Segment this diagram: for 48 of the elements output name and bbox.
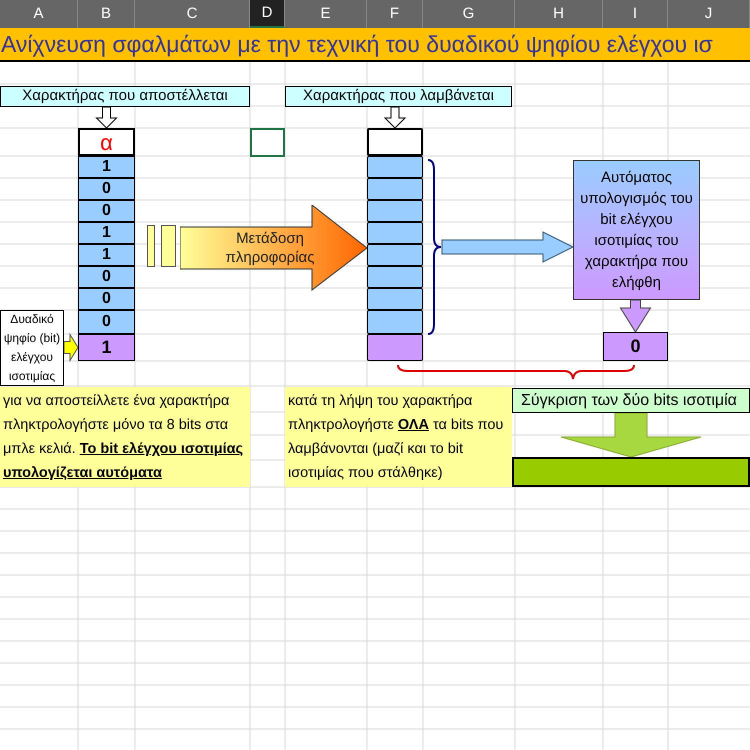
bit-cell xyxy=(367,288,423,310)
column-header: D xyxy=(250,0,285,28)
transmission-arrow xyxy=(180,205,368,291)
comparison-box: Σύγκριση των δύο bits ισοτιμία xyxy=(512,388,750,413)
bit-cell xyxy=(367,222,423,244)
character-cell: α xyxy=(78,128,135,156)
bit-cell xyxy=(367,156,423,178)
column-header: C xyxy=(135,0,250,28)
column-header: I xyxy=(603,0,668,28)
bit-cell: 0 xyxy=(78,178,135,200)
process-box: Αυτόματος υπολογισμός του bit ελέγχου ισοτιμίας του χαρακτήρα που ελήφθη xyxy=(573,160,700,300)
column-header: F xyxy=(367,0,423,28)
arrow xyxy=(95,106,118,129)
arrow xyxy=(620,300,652,333)
bit-cell xyxy=(367,200,423,222)
result-bar xyxy=(512,457,750,487)
bit-cell: 1 xyxy=(78,244,135,266)
bit-cell xyxy=(367,178,423,200)
bit-cell: 0 xyxy=(78,266,135,288)
bit-cell xyxy=(367,310,423,334)
column-header: G xyxy=(423,0,515,28)
bit-cell: 1 xyxy=(78,222,135,244)
arrow xyxy=(64,332,79,362)
arrow xyxy=(560,412,702,458)
character-cell xyxy=(367,128,423,156)
column-header: B xyxy=(78,0,135,28)
column-header: J xyxy=(668,0,750,28)
bit-cell: 1 xyxy=(78,156,135,178)
column-header: H xyxy=(515,0,603,28)
bit-cell: 0 xyxy=(78,288,135,310)
arrow xyxy=(384,106,406,129)
parity-bit-cell xyxy=(367,334,423,361)
callout-box: Δυαδικό ψηφίο (bit) ελέγχου ισοτιμίας xyxy=(0,310,64,386)
arrow xyxy=(442,231,574,263)
title: Ανίχνευση σφαλμάτων με την τεχνική του δυαδικού ψηφίου ελέγχου ισ xyxy=(0,30,713,59)
parity-bit-cell: 0 xyxy=(603,332,668,361)
column-header: A xyxy=(0,0,78,28)
bit-cell: 0 xyxy=(78,200,135,222)
heading-box: Χαρακτήρας που λαμβάνεται xyxy=(285,86,512,107)
bit-cell xyxy=(367,266,423,288)
note-text: για να αποστείλλετε ένα χαρακτήρα πληκτρολογήστε μόνο τα 8 bits στα μπλε κελιά. Το bit ελέγχου ισοτιμίας υπολογίζεται αυτόματα xyxy=(0,387,250,487)
note-text: κατά τη λήψη του χαρακτήρα πληκτρολογήστε ΟΛΑ τα bits που λαμβάνονται (μαζί και το bit ισοτιμίας που στάλθηκε) xyxy=(285,387,512,487)
arrow-label: Μετάδοση πληροφορίας xyxy=(224,229,316,267)
column-header: E xyxy=(285,0,367,28)
bit-cell xyxy=(367,244,423,266)
parity-bit-cell: 1 xyxy=(78,334,135,361)
bit-cell: 0 xyxy=(78,310,135,334)
heading-box: Χαρακτήρας που αποστέλλεται xyxy=(0,86,250,107)
